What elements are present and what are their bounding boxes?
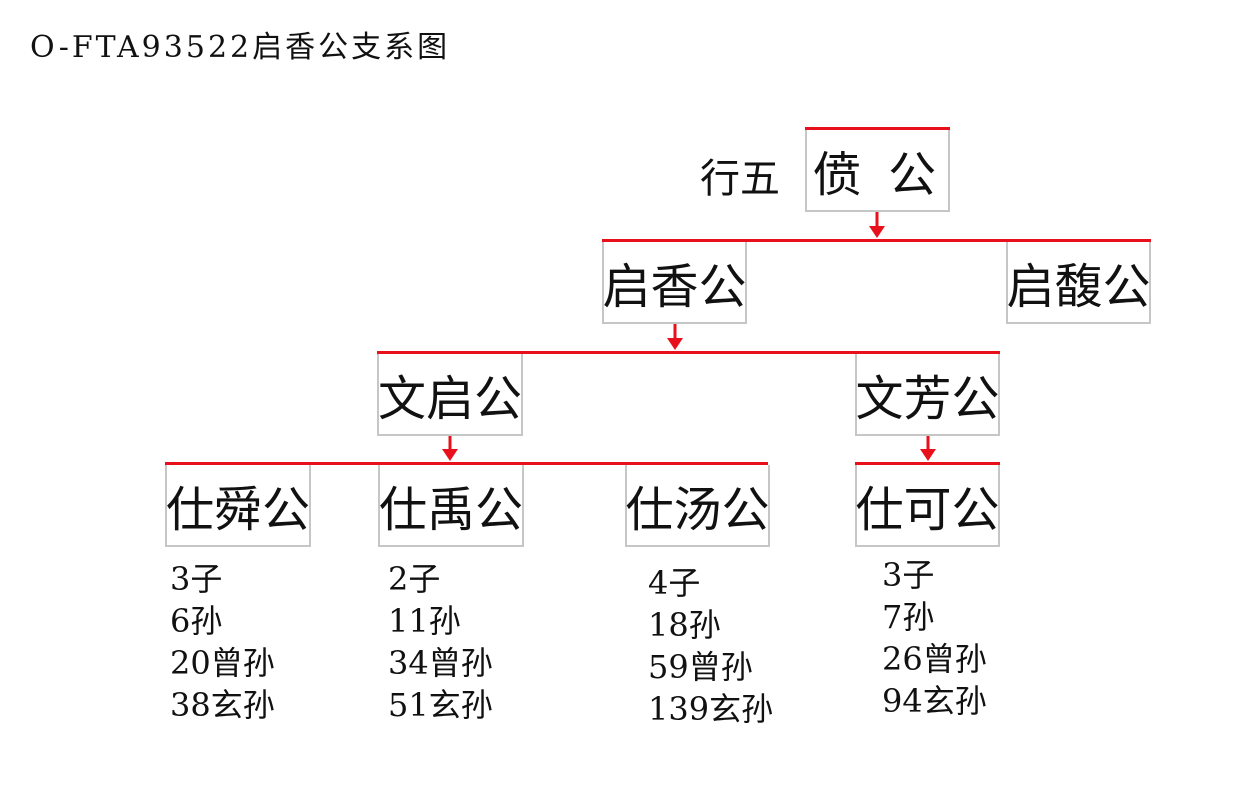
- generation2-connector-line: [602, 239, 1151, 242]
- node-qixiang-label: 启香公: [602, 259, 747, 315]
- arrow-down-icon: [869, 212, 885, 238]
- stats-line: 38玄孙: [170, 686, 275, 724]
- stats-line: 11孙: [388, 602, 461, 640]
- stats-line: 20曾孙: [170, 644, 275, 682]
- stats-line: 139玄孙: [648, 690, 774, 728]
- node-shishun-label: 仕舜公: [166, 482, 311, 538]
- arrow-down-icon: [442, 436, 458, 461]
- generation4-connector-line-left: [165, 462, 768, 465]
- node-shiyu[interactable]: 仕禹公: [378, 465, 524, 547]
- stats-line: 59曾孙: [648, 648, 753, 686]
- stats-shike: 3子 7孙 26曾孙 94玄孙: [882, 554, 987, 722]
- stats-line: 94玄孙: [882, 682, 987, 720]
- node-root-label: 偾 公: [812, 147, 943, 203]
- node-qixiang[interactable]: 启香公: [602, 242, 747, 324]
- stats-line: 3子: [170, 560, 223, 598]
- stats-line: 2子: [388, 560, 441, 598]
- node-shike[interactable]: 仕可公: [855, 465, 1000, 547]
- stats-shishun: 3子 6孙 20曾孙 38玄孙: [170, 558, 275, 726]
- stats-line: 3子: [882, 556, 935, 594]
- generation4-connector-line-right: [855, 462, 1000, 465]
- node-wenqi-label: 文启公: [378, 371, 523, 427]
- root-top-line: [805, 127, 950, 130]
- node-shiyu-label: 仕禹公: [379, 482, 524, 538]
- node-shitang[interactable]: 仕汤公: [625, 465, 770, 547]
- stats-line: 18孙: [648, 606, 721, 644]
- stats-line: 34曾孙: [388, 644, 493, 682]
- arrow-down-icon: [667, 324, 683, 350]
- stats-line: 26曾孙: [882, 640, 987, 678]
- node-shishun[interactable]: 仕舜公: [165, 465, 311, 547]
- stats-shiyu: 2子 11孙 34曾孙 51玄孙: [388, 558, 493, 726]
- node-shike-label: 仕可公: [855, 482, 1000, 538]
- node-qifu-label: 启馥公: [1006, 259, 1151, 315]
- node-shitang-label: 仕汤公: [625, 482, 770, 538]
- page-title: O-FTA93522启香公支系图: [30, 30, 451, 65]
- node-wenqi[interactable]: 文启公: [377, 354, 523, 436]
- node-root[interactable]: 偾 公: [805, 130, 950, 212]
- node-wenfang-label: 文芳公: [855, 371, 1000, 427]
- node-wenfang[interactable]: 文芳公: [855, 354, 1000, 436]
- generation3-connector-line: [377, 351, 1000, 354]
- node-qifu[interactable]: 启馥公: [1006, 242, 1151, 324]
- arrow-down-icon: [920, 436, 936, 461]
- root-rank-label: 行五: [700, 156, 780, 202]
- stats-shitang: 4子 18孙 59曾孙 139玄孙: [648, 562, 773, 730]
- stats-line: 7孙: [882, 598, 935, 636]
- stats-line: 6孙: [170, 602, 223, 640]
- stats-line: 51玄孙: [388, 686, 493, 724]
- stats-line: 4子: [648, 564, 701, 602]
